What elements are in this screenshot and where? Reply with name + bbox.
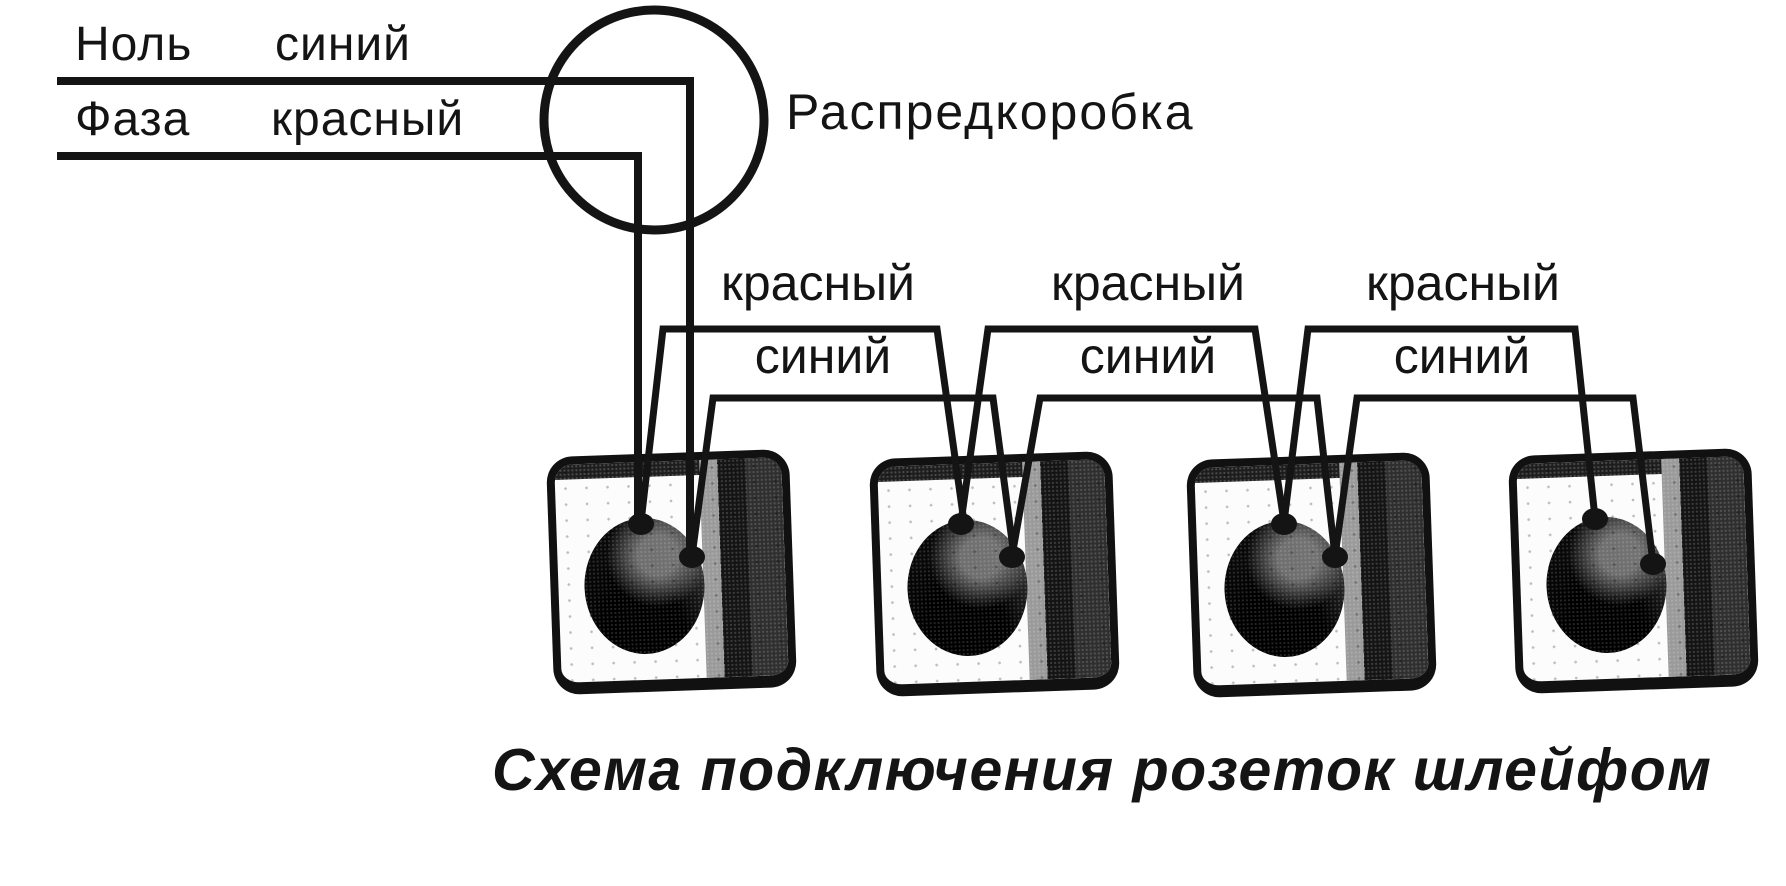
legend-neutral-color-label: синий: [275, 18, 411, 71]
socket-body: [545, 448, 798, 696]
socket-body: [1507, 447, 1760, 695]
socket-body: [868, 450, 1121, 698]
socket-top-shading: [1194, 460, 1422, 484]
junction-box-label: Распредкоробка: [786, 84, 1195, 140]
bridge-2-phase-wire-label: красный: [1051, 255, 1245, 311]
socket-body: [1185, 451, 1438, 699]
bridge-3-phase-wire-label: красный: [1366, 255, 1560, 311]
socket-top-shading: [554, 457, 782, 481]
socket-side-shading: [1661, 456, 1751, 677]
socket-outlet-2: [868, 450, 1121, 698]
legend-phase-label: Фаза: [75, 93, 191, 146]
socket-side-shading: [1022, 459, 1112, 680]
bridge-1-neutral-wire-label: синий: [754, 328, 892, 384]
socket-hole: [905, 517, 1030, 659]
socket-hole: [1544, 514, 1669, 656]
socket-top-shading: [877, 459, 1105, 483]
bridge-1-phase-wire-label: красный: [721, 255, 915, 311]
socket-side-shading: [1339, 460, 1429, 681]
socket-hole: [582, 515, 707, 657]
legend-neutral-label: Ноль: [75, 18, 193, 71]
socket-outlet-4: [1507, 447, 1760, 695]
socket-top-shading: [1516, 456, 1744, 480]
socket-hole: [1222, 518, 1347, 660]
legend-phase-color-label: красный: [271, 93, 465, 146]
junction-box-circle: [539, 5, 769, 235]
socket-side-shading: [699, 457, 789, 678]
bridge-3-neutral-wire-label: синий: [1393, 328, 1531, 384]
bridge-2-neutral-wire-label: синий: [1079, 328, 1217, 384]
socket-outlet-3: [1185, 451, 1438, 699]
socket-outlet-1: [545, 448, 798, 696]
diagram-caption: Схема подключения розеток шлейфом: [492, 737, 1713, 803]
